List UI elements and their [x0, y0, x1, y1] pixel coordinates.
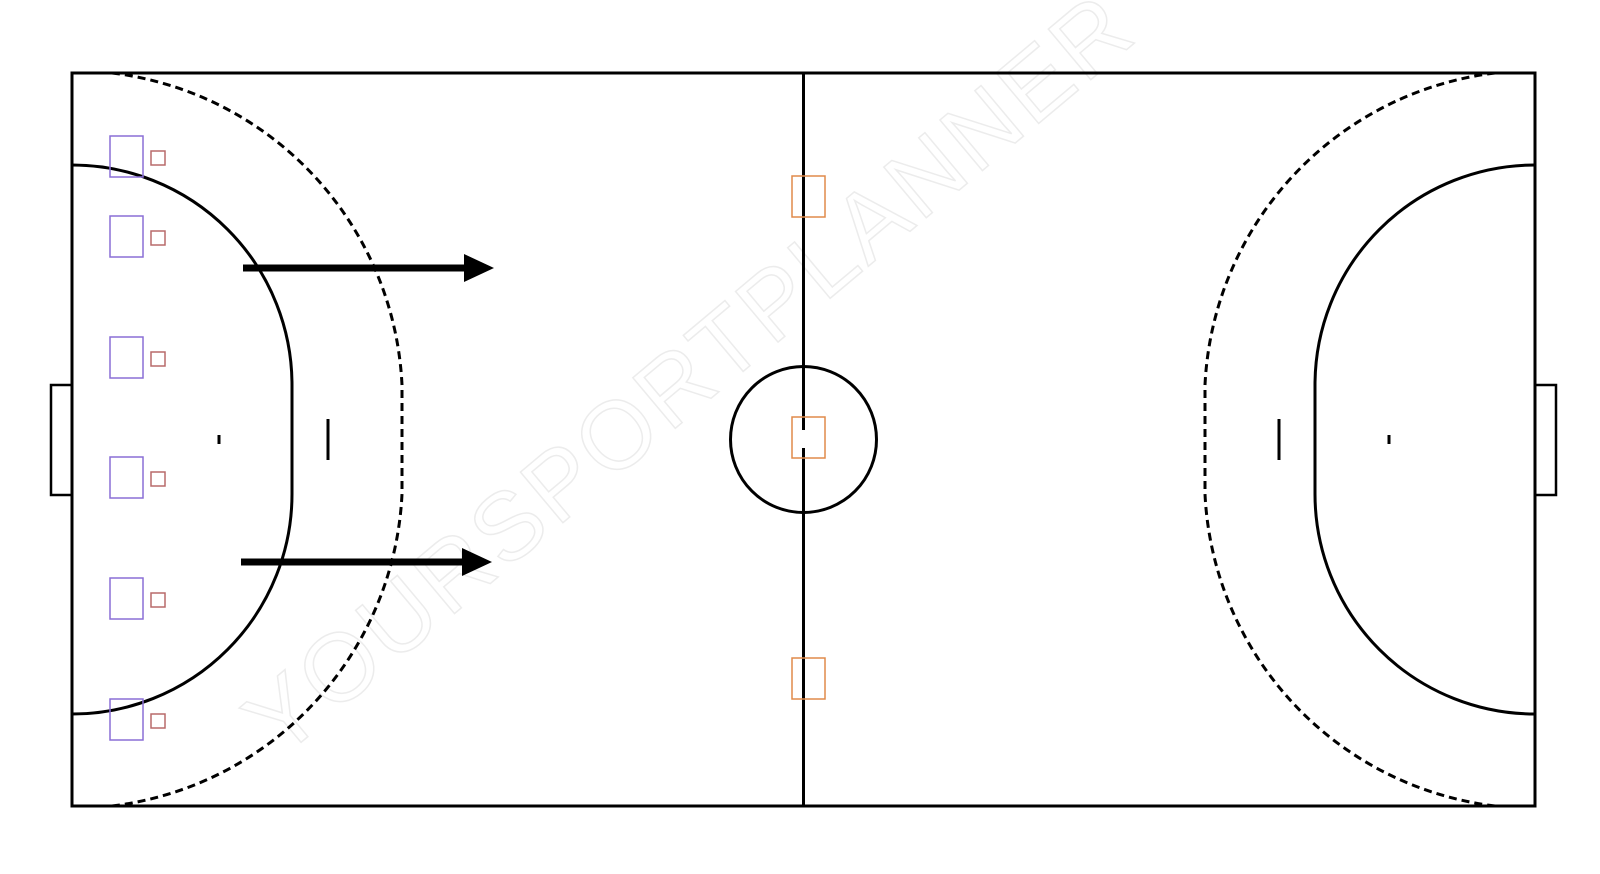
- cone-marker-2[interactable]: [791, 416, 826, 459]
- movement-arrows: [241, 254, 494, 576]
- cone-marker-3[interactable]: [791, 657, 826, 700]
- player-large-square-2[interactable]: [109, 215, 144, 258]
- player-large-square-5[interactable]: [109, 577, 144, 620]
- cone-marker-1[interactable]: [791, 175, 826, 218]
- player-markers: [109, 135, 166, 741]
- movement-arrow-2[interactable]: [241, 548, 492, 576]
- player-small-square-1[interactable]: [150, 150, 166, 166]
- player-large-square-1[interactable]: [109, 135, 144, 178]
- player-large-square-3[interactable]: [109, 336, 144, 379]
- player-small-square-2[interactable]: [150, 230, 166, 246]
- player-small-square-6[interactable]: [150, 713, 166, 729]
- movement-arrow-1[interactable]: [243, 254, 494, 282]
- cone-markers: [791, 175, 826, 700]
- left-goal: [49, 383, 74, 497]
- watermark-text: YOURSPORTPLANNER: [225, 0, 1155, 776]
- right-goal: [1533, 383, 1558, 497]
- player-small-square-5[interactable]: [150, 592, 166, 608]
- center-circle: [729, 365, 878, 514]
- right-goal-area-line: [1313, 163, 1536, 716]
- left-goal-area-line: [71, 163, 294, 716]
- player-small-square-3[interactable]: [150, 351, 166, 367]
- player-large-square-6[interactable]: [109, 698, 144, 741]
- player-large-square-4[interactable]: [109, 456, 144, 499]
- player-small-square-4[interactable]: [150, 471, 166, 487]
